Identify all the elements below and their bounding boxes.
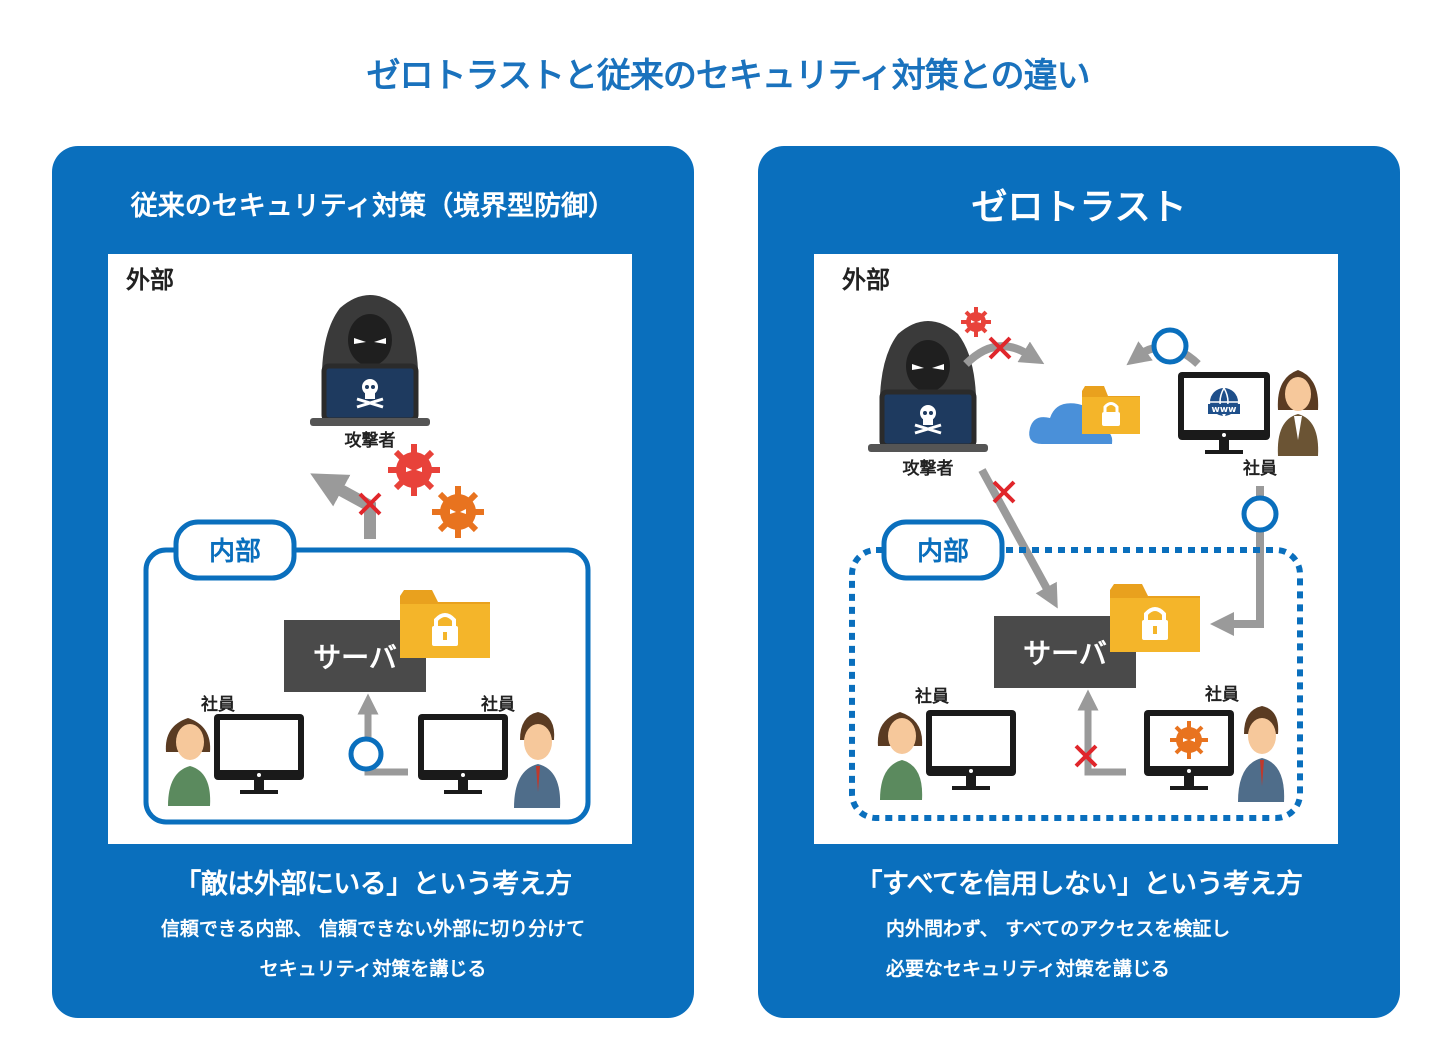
person-icon	[1238, 706, 1285, 802]
tagline: 「すべてを信用しない」という考え方	[855, 869, 1304, 900]
attacker-label: 攻撃者	[903, 458, 954, 479]
person-icon	[1277, 370, 1319, 456]
description-line-2: セキュリティ対策を講じる	[259, 958, 487, 980]
inside-label: 内部	[917, 537, 969, 567]
zero-trust-boundary	[849, 547, 1303, 821]
description-line-2: 必要なセキュリティ対策を講じる	[886, 958, 1170, 980]
hacker-icon	[868, 321, 988, 452]
cross-mark-icon	[992, 480, 1016, 504]
server-label: サーバ	[313, 641, 397, 674]
blocked-access-arrow	[978, 468, 1058, 609]
employee-label: 社員	[1242, 458, 1277, 479]
globe-icon: www	[1208, 387, 1240, 417]
outside-label: 外部	[126, 266, 174, 294]
person-icon	[514, 712, 561, 808]
folder-lock-icon	[400, 590, 490, 658]
cross-mark-icon	[358, 492, 382, 516]
diagram-area: 外部 攻撃者	[814, 254, 1338, 844]
person-icon	[877, 712, 923, 800]
diagram-area: 外部 攻撃者	[108, 254, 632, 844]
cross-mark-icon	[988, 336, 1012, 360]
virus-icon	[388, 444, 440, 496]
monitor-icon	[926, 710, 1016, 790]
server-label: サーバ	[1023, 637, 1107, 670]
monitor-icon	[418, 714, 508, 794]
tagline: 「敵は外部にいる」という考え方	[174, 869, 572, 900]
skull-icon	[356, 379, 384, 409]
employee-label: 社員	[480, 694, 515, 715]
virus-icon	[1170, 721, 1208, 759]
inside-label: 内部	[209, 537, 261, 567]
allowed-access-arrow	[357, 693, 408, 776]
virus-icon	[961, 307, 991, 337]
check-circle-icon	[1151, 327, 1189, 365]
attacker-label: 攻撃者	[345, 430, 396, 451]
hacker-icon	[310, 295, 430, 426]
cross-mark-icon	[1074, 744, 1098, 768]
monitor-icon: www	[1178, 372, 1270, 454]
employee-label: 社員	[200, 694, 235, 715]
blocked-access-arrow	[1077, 689, 1126, 776]
description-line-1: 信頼できる内部、 信頼できない外部に切り分けて	[160, 918, 586, 940]
monitor-icon	[1144, 710, 1234, 790]
folder-lock-icon	[1110, 584, 1200, 652]
panel-heading: 従来のセキュリティ対策（境界型防御）	[130, 191, 616, 222]
perimeter-defense-panel: 従来のセキュリティ対策（境界型防御） 外部 攻撃者	[52, 146, 694, 1018]
skull-icon	[914, 405, 942, 435]
zero-trust-panel: ゼロトラスト 外部 攻撃者	[758, 146, 1400, 1018]
panel-heading: ゼロトラスト	[971, 187, 1187, 228]
outside-label: 外部	[842, 266, 890, 294]
person-icon	[165, 718, 211, 806]
check-circle-icon	[1241, 495, 1279, 533]
description-line-1: 内外問わず、 すべてのアクセスを検証し	[886, 918, 1231, 940]
www-label: www	[1212, 405, 1237, 415]
employee-label: 社員	[1204, 684, 1239, 705]
virus-icon	[432, 486, 484, 538]
page-title: ゼロトラストと従来のセキュリティ対策との違い	[366, 56, 1091, 96]
perimeter-boundary	[143, 547, 591, 825]
folder-lock-icon	[1082, 386, 1140, 434]
check-circle-icon	[348, 736, 384, 772]
monitor-icon	[214, 714, 304, 794]
employee-label: 社員	[914, 686, 949, 707]
